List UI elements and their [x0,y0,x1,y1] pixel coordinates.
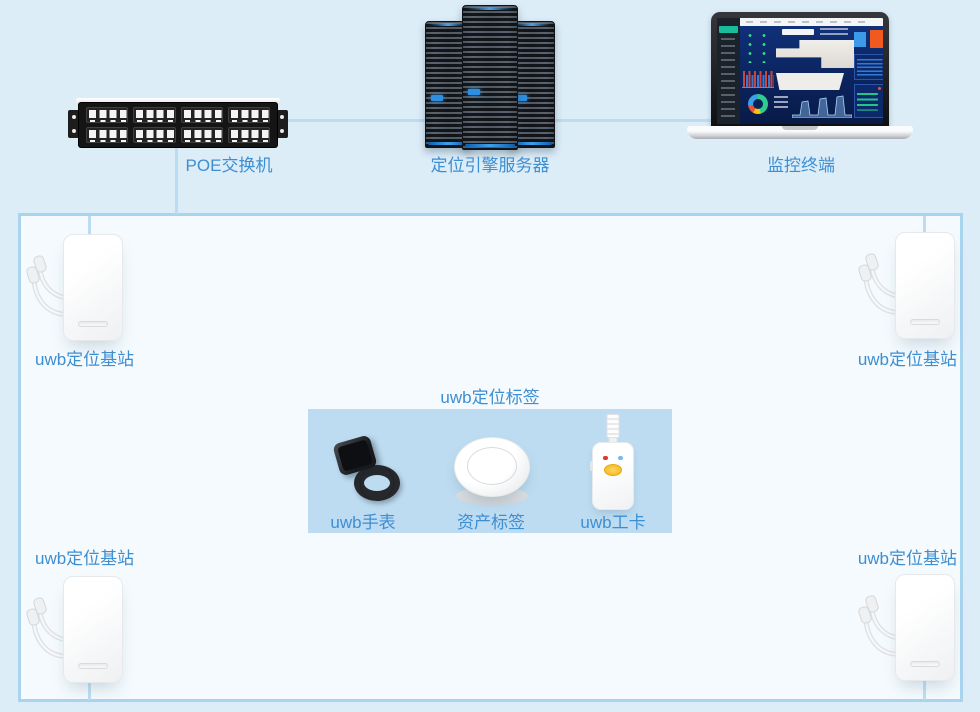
uwb-station-top-left [25,234,157,346]
dashboard-stats-text [820,28,848,38]
station-body [63,576,123,683]
link-line-station-top-right [923,216,926,234]
switch-panel [78,102,278,148]
server-tower-center [462,5,518,150]
uwb-station-top-right [857,232,980,344]
tag-box-title: uwb定位标签 [440,388,540,407]
dashboard-headline-number [782,29,814,35]
dashboard-floorplan-upper [776,40,854,68]
dashboard-horizontal-bar-panel [854,54,883,80]
station-slot [910,319,940,325]
laptop-base [687,126,913,139]
badge-body [590,442,634,510]
link-line-station-bottom-right [923,681,926,700]
dashboard-main [740,26,883,124]
badge-yellow-button [604,464,622,476]
dashboard-floorplan-lower [776,73,844,90]
dashboard-donut-legend [774,96,788,110]
switch-port-group [133,127,176,143]
monitor-label: 监控终端 [767,156,835,175]
dashboard-sidebar-active-item [719,26,738,33]
station-body [895,232,955,339]
watch-band [354,465,400,501]
watch-label: uwb手表 [330,513,396,532]
badge-red-led [603,456,608,460]
dashboard-status-icons [743,31,773,63]
positioning-server-graphic [425,5,555,150]
uwb-station-bottom-right [857,574,980,686]
uwb-badge-graphic [590,414,636,510]
asset-tag-graphic [454,437,530,505]
switch-port-group [86,127,129,143]
station-label-bottom-right: uwb定位基站 [857,549,957,568]
link-line-station-bottom-left [88,683,91,700]
server-led [468,88,480,95]
server-label: 定位引擎服务器 [430,156,550,175]
badge-lanyard-strap [606,414,620,438]
switch-top-strip [76,98,280,104]
station-slot [78,663,108,669]
station-label-bottom-left: uwb定位基站 [35,549,135,568]
dashboard-green-bar-panel [854,84,883,118]
station-slot [78,321,108,327]
badge-label: uwb工卡 [580,513,646,532]
uwb-watch-graphic [332,434,402,503]
switch-port-row [86,107,270,123]
station-label-top-right: uwb定位基站 [857,350,957,369]
asset-tag-top [454,437,530,497]
station-body [63,234,123,341]
dashboard-sidebar-menu [721,38,735,120]
switch-mount-ear-right [276,110,288,138]
tag-box: uwb手表 资产标签 uwb工卡 [308,409,672,533]
station-label-top-left: uwb定位基站 [35,350,135,369]
monitor-laptop-graphic [687,12,913,140]
dashboard-line-chart [792,95,852,118]
dashboard-orange-block [870,30,883,48]
laptop-lid [711,12,889,128]
server-led [431,94,443,101]
dashboard-blue-block [854,32,866,47]
dashboard-topbar [740,18,883,26]
poe-switch-label: POE交换机 [185,156,273,175]
switch-port-group [180,127,223,143]
switch-port-group [227,127,270,143]
link-line-station-top-left [88,216,91,236]
dashboard-donut-chart [748,94,768,114]
server-led [515,94,527,101]
asset-tag-label: 资产标签 [457,513,525,532]
poe-switch-graphic [68,98,288,148]
badge-blue-led [618,456,623,460]
station-body [895,574,955,681]
switch-port-row [86,127,270,143]
switch-port-group [227,107,270,123]
switch-port-group [180,107,223,123]
switch-mount-ear-left [68,110,80,138]
dashboard-bar-chart [742,66,774,88]
laptop-dashboard-screen [717,18,883,124]
link-line-switch-to-area [175,146,178,214]
switch-port-group [133,107,176,123]
uwb-station-bottom-left [25,576,157,688]
station-slot [910,661,940,667]
dashboard-sidebar [717,18,740,124]
switch-port-group [86,107,129,123]
